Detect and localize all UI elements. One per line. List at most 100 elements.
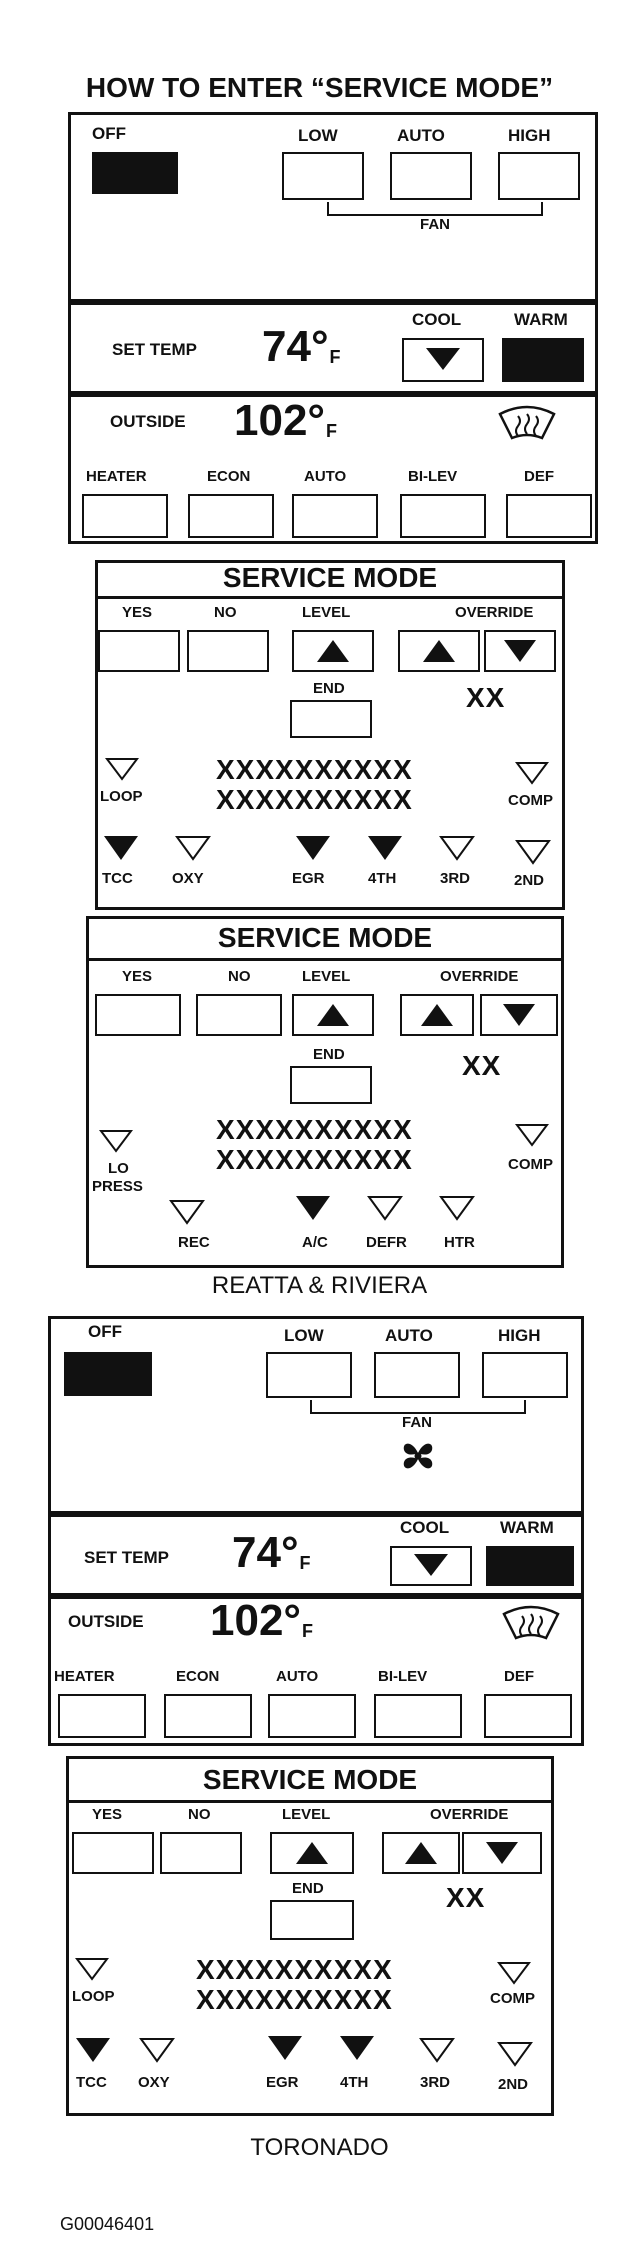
- ac-indicator-icon: [296, 1196, 330, 1220]
- off-button-2[interactable]: [64, 1352, 152, 1396]
- mode-econ-button-2[interactable]: [164, 1694, 252, 1738]
- set-temp-value-2: 74°F: [232, 1528, 311, 1577]
- level-up-arrow-icon: [317, 640, 349, 662]
- level-label-2: LEVEL: [302, 968, 351, 985]
- mode-def-button-2[interactable]: [484, 1694, 572, 1738]
- no-button-3[interactable]: [160, 1832, 242, 1874]
- service-title-divider-2: [86, 958, 564, 961]
- mode-auto-button-2[interactable]: [268, 1694, 356, 1738]
- cool-label: COOL: [412, 310, 462, 329]
- climate-panel-top-1: [68, 112, 598, 302]
- off-button[interactable]: [92, 152, 178, 194]
- mode-econ-label-2: ECON: [176, 1668, 220, 1685]
- 2nd-label-3: 2ND: [498, 2076, 529, 2093]
- outside-temp-value-2: 102°F: [210, 1596, 314, 1645]
- override-down-arrow-icon-3: [486, 1842, 518, 1864]
- warm-button-2[interactable]: [486, 1546, 574, 1586]
- comp-label: COMP: [508, 792, 553, 809]
- no-button[interactable]: [187, 630, 269, 672]
- warm-label-2: WARM: [500, 1518, 554, 1537]
- loop-indicator-icon: [105, 758, 139, 781]
- service-title-divider: [95, 596, 565, 599]
- egr-indicator-icon: [296, 836, 330, 860]
- end-label: END: [313, 680, 345, 697]
- mode-def-button[interactable]: [506, 494, 592, 538]
- mode-heater-label-2: HEATER: [54, 1668, 115, 1685]
- egr-label: EGR: [292, 870, 325, 887]
- press-label: PRESS: [92, 1178, 143, 1195]
- mode-auto-button[interactable]: [292, 494, 378, 538]
- 2nd-label: 2ND: [514, 872, 545, 889]
- end-button-2[interactable]: [290, 1066, 372, 1104]
- service-display-line-1-b: XXXXXXXXXX: [216, 1114, 413, 1145]
- override-value-3: XX: [446, 1882, 486, 1913]
- fan-auto-button-2[interactable]: [374, 1352, 460, 1398]
- reatta-riviera-caption: REATTA & RIVIERA: [211, 1272, 428, 1299]
- comp-label-2: COMP: [508, 1156, 553, 1173]
- service-mode-title: SERVICE MODE: [222, 562, 438, 593]
- warm-button[interactable]: [502, 338, 584, 382]
- end-button-3[interactable]: [270, 1900, 354, 1940]
- comp-indicator-icon: [515, 762, 549, 785]
- outside-label-2: OUTSIDE: [68, 1612, 144, 1631]
- mode-bilev-label-2: BI-LEV: [378, 1668, 428, 1685]
- 4th-indicator-icon: [368, 836, 402, 860]
- 3rd-label: 3RD: [440, 870, 471, 887]
- htr-label: HTR: [444, 1234, 475, 1251]
- set-temp-label: SET TEMP: [112, 340, 198, 359]
- fan-auto-label-2: AUTO: [385, 1326, 433, 1345]
- service-title-divider-3: [66, 1800, 554, 1803]
- fan-auto-button[interactable]: [390, 152, 472, 200]
- tcc-indicator-icon-3: [76, 2038, 110, 2062]
- no-label-2: NO: [228, 968, 251, 985]
- service-display-line-2: XXXXXXXXXX: [216, 784, 413, 815]
- 2nd-indicator-icon-3: [497, 2042, 533, 2067]
- yes-label-3: YES: [92, 1806, 123, 1823]
- egr-indicator-icon-3: [268, 2036, 302, 2060]
- yes-label-2: YES: [122, 968, 153, 985]
- level-up-arrow-icon-2: [317, 1004, 349, 1026]
- htr-indicator-icon: [439, 1196, 475, 1221]
- level-up-button-2[interactable]: [292, 994, 374, 1036]
- override-down-button[interactable]: [484, 630, 556, 672]
- fan-high-label-2: HIGH: [498, 1326, 541, 1345]
- override-up-arrow-icon-2: [421, 1004, 453, 1026]
- fan-low-button[interactable]: [282, 152, 364, 200]
- fan-low-button-2[interactable]: [266, 1352, 352, 1398]
- service-mode-title-2: SERVICE MODE: [217, 922, 433, 953]
- override-label-3: OVERRIDE: [430, 1806, 509, 1823]
- mode-heater-button-2[interactable]: [58, 1694, 146, 1738]
- windshield-defrost-icon: [498, 405, 556, 440]
- fan-high-button[interactable]: [498, 152, 580, 200]
- override-down-button-3[interactable]: [462, 1832, 542, 1874]
- tcc-label: TCC: [102, 870, 133, 887]
- mode-auto-label: AUTO: [304, 468, 347, 485]
- figure-heading: HOW TO ENTER “SERVICE MODE”: [85, 72, 554, 103]
- fan-low-label: LOW: [298, 126, 338, 145]
- mode-def-label: DEF: [524, 468, 554, 485]
- 3rd-indicator-icon: [439, 836, 475, 861]
- override-label: OVERRIDE: [455, 604, 534, 621]
- yes-button-3[interactable]: [72, 1832, 154, 1874]
- yes-button-2[interactable]: [95, 994, 181, 1036]
- 4th-label: 4TH: [368, 870, 397, 887]
- end-button[interactable]: [290, 700, 372, 738]
- rec-indicator-icon: [169, 1200, 205, 1225]
- 3rd-label-3: 3RD: [420, 2074, 451, 2091]
- oxy-label: OXY: [172, 870, 204, 887]
- defr-indicator-icon: [367, 1196, 403, 1221]
- yes-button[interactable]: [98, 630, 180, 672]
- mode-bilev-button-2[interactable]: [374, 1694, 462, 1738]
- mode-heater-button[interactable]: [82, 494, 168, 538]
- figure-id: G00046401: [60, 2214, 155, 2234]
- oxy-indicator-icon: [175, 836, 211, 861]
- set-temp-label-2: SET TEMP: [84, 1548, 170, 1567]
- no-button-2[interactable]: [196, 994, 282, 1036]
- outside-temp-value: 102°F: [234, 396, 338, 445]
- no-label-3: NO: [188, 1806, 211, 1823]
- fan-high-button-2[interactable]: [482, 1352, 568, 1398]
- mode-econ-button[interactable]: [188, 494, 274, 538]
- override-value-2: XX: [462, 1050, 502, 1081]
- mode-bilev-label: BI-LEV: [408, 468, 458, 485]
- mode-bilev-button[interactable]: [400, 494, 486, 538]
